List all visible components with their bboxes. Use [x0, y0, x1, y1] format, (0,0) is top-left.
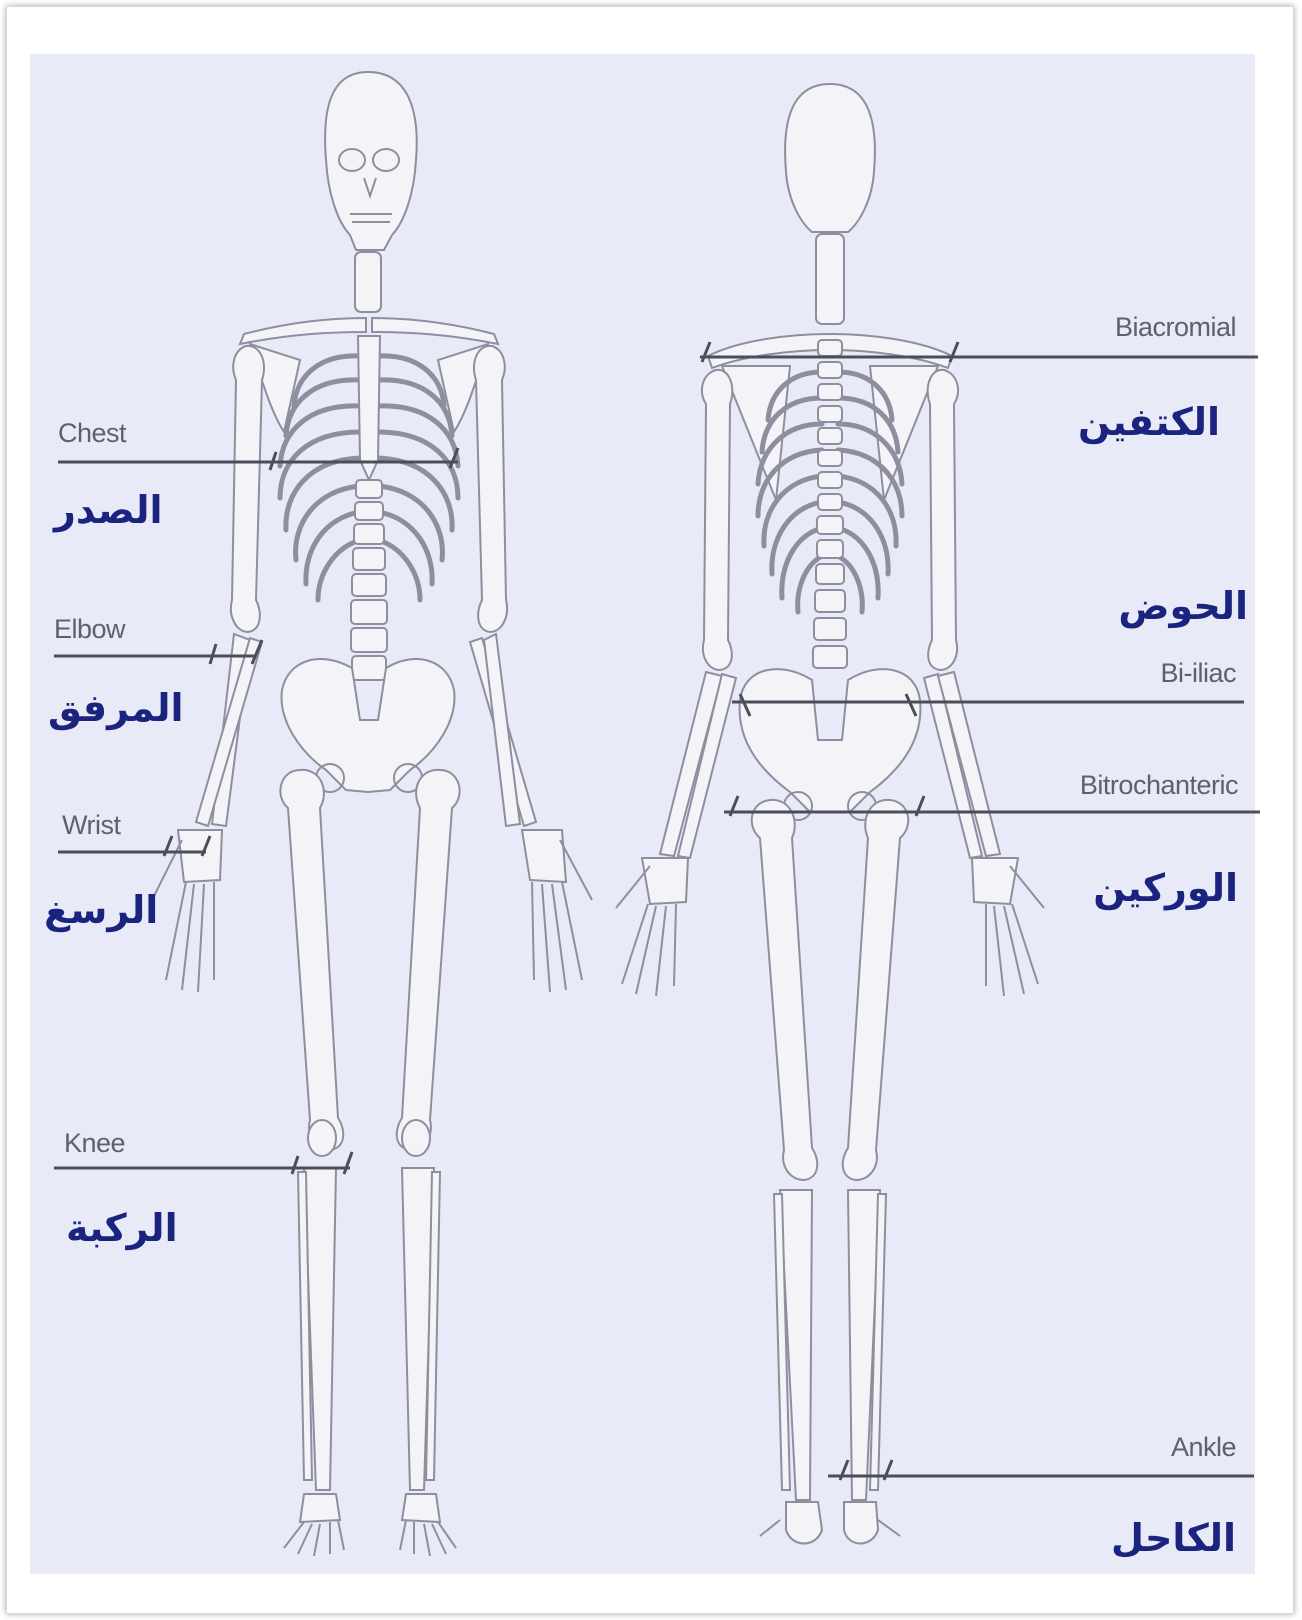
biacromial-label: Biacromial: [1115, 312, 1236, 343]
knee-tick-right: [344, 1152, 352, 1174]
ankle-label: Ankle: [1171, 1432, 1236, 1463]
back-spine: [813, 340, 847, 668]
front-femur-left: [280, 770, 343, 1150]
ankle-arabic-label: الكاحل: [1111, 1516, 1236, 1560]
back-femur-right: [843, 800, 909, 1180]
back-hand-left: [616, 858, 688, 996]
back-skull: [785, 84, 875, 232]
bitrochanteric-label: Bitrochanteric: [1080, 770, 1238, 801]
chest-arabic-label: الصدر: [54, 488, 163, 532]
wrist-label: Wrist: [62, 810, 121, 841]
front-hand-left: [152, 830, 222, 992]
biacromial-arabic-label: الكتفين: [1078, 400, 1220, 444]
back-humerus-left: [702, 370, 732, 670]
wrist-arabic-label: الرسغ: [44, 888, 158, 932]
back-hand-right: [972, 858, 1044, 996]
front-clavicle-left: [240, 318, 366, 344]
elbow-tick-left: [210, 644, 216, 664]
front-lumbar-spine: [351, 480, 387, 680]
front-humerus-left: [231, 346, 264, 632]
back-heel-right: [844, 1502, 878, 1544]
knee-label: Knee: [64, 1128, 125, 1159]
front-patella-left: [308, 1120, 336, 1156]
biacromial-tick-right: [950, 342, 958, 362]
pelvis-arabic-label: الحوض: [1118, 584, 1248, 628]
bitrochanteric-arabic-label: الوركين: [1093, 866, 1238, 910]
front-hand-right: [522, 830, 592, 992]
front-sternum: [358, 336, 380, 480]
back-skeleton: [616, 84, 1044, 1544]
front-patella-right: [402, 1120, 430, 1156]
back-pelvis: [740, 669, 921, 812]
knee-arabic-label: الركبة: [66, 1206, 178, 1250]
back-toes: [760, 1520, 900, 1536]
bi-iliac-label: Bi-iliac: [1160, 658, 1236, 689]
front-clavicle-right: [372, 318, 498, 344]
front-humerus-right: [474, 346, 507, 632]
back-humerus-right: [928, 370, 958, 670]
front-foot-left: [284, 1494, 344, 1556]
front-foot-right: [400, 1494, 456, 1556]
elbow-label: Elbow: [54, 614, 125, 645]
front-neck: [355, 252, 381, 312]
back-heel-left: [786, 1502, 822, 1544]
back-neck: [816, 234, 844, 324]
chest-label: Chest: [58, 418, 126, 449]
front-skeleton: [152, 72, 592, 1556]
elbow-arabic-label: المرفق: [48, 686, 184, 730]
front-radius-right: [484, 634, 520, 826]
front-femur-right: [397, 770, 460, 1150]
back-femur-left: [752, 800, 818, 1180]
